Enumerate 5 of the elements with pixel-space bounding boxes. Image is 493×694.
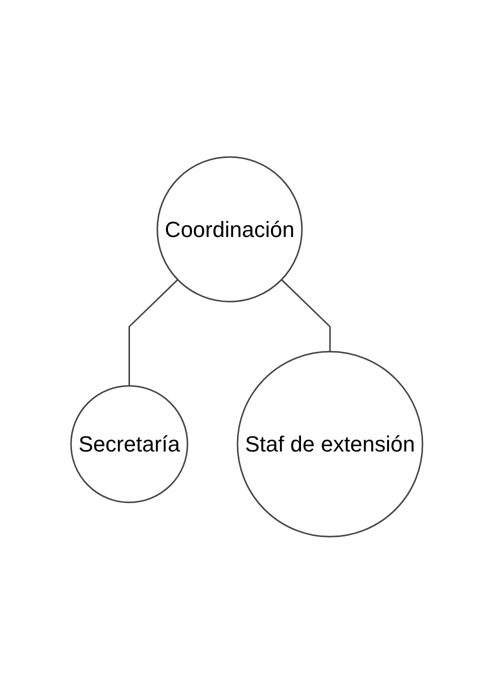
node-circle: Staf de extensión [236, 351, 423, 538]
node-circle: Coordinación [156, 156, 302, 303]
connector [280, 279, 330, 352]
connector [128, 279, 178, 386]
node-circle: Secretaría [70, 385, 188, 504]
